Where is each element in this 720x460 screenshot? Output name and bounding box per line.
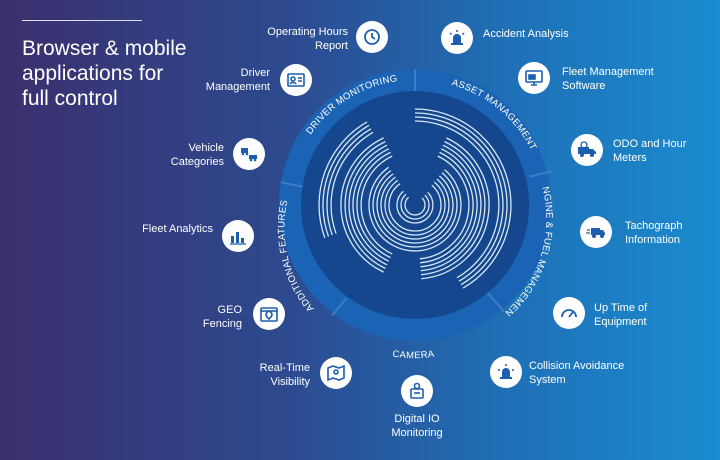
map-pin-icon xyxy=(320,357,352,389)
logo-arc xyxy=(322,124,370,237)
title-divider xyxy=(22,20,142,21)
logo-arc xyxy=(344,141,386,269)
truck-clock-icon xyxy=(571,134,603,166)
alarm-icon xyxy=(490,356,522,388)
concentric-logo-arcs xyxy=(318,108,512,289)
monitor-truck-icon xyxy=(518,62,550,94)
title-line-1: Browser & mobile xyxy=(22,37,187,60)
logo-arc xyxy=(414,116,504,282)
logo-arc xyxy=(421,137,490,280)
logo-arc xyxy=(421,141,486,276)
logo-arc xyxy=(372,170,458,248)
logo-arc xyxy=(420,151,474,264)
siren-icon xyxy=(441,22,473,54)
logo-arc xyxy=(380,176,450,240)
speeding-truck-icon xyxy=(580,216,612,248)
ring-dividers xyxy=(280,69,552,317)
logo-arc xyxy=(318,121,368,239)
logo-arc xyxy=(348,144,388,266)
logo-arc xyxy=(376,173,454,244)
logo-arc xyxy=(384,179,446,236)
io-device-icon xyxy=(401,375,433,407)
inner-disc xyxy=(301,91,529,319)
logo-arc xyxy=(420,148,478,268)
logo-arc xyxy=(414,108,512,289)
analytics-icon xyxy=(222,220,254,252)
ring-label-camera: CAMERA xyxy=(392,349,436,362)
gauge-icon xyxy=(553,297,585,329)
id-card-icon xyxy=(280,64,312,96)
logo-arc xyxy=(419,155,470,260)
feature-label-accident-analysis: Accident Analysis xyxy=(483,28,569,40)
logo-arc xyxy=(340,137,384,273)
clock-history-icon xyxy=(356,21,388,53)
geofence-icon xyxy=(253,298,285,330)
logo-arc xyxy=(352,148,390,262)
logo-arc xyxy=(400,193,430,220)
logo-arc xyxy=(368,166,462,252)
logo-arc xyxy=(420,144,482,272)
title-line-2: applications for xyxy=(22,62,164,85)
logo-arc xyxy=(360,155,393,255)
logo-arc xyxy=(414,112,508,286)
logo-arc xyxy=(404,196,426,216)
logo-arc xyxy=(414,120,500,279)
logo-arc xyxy=(326,128,372,236)
logo-arc xyxy=(396,190,434,224)
logo-arc xyxy=(388,183,442,232)
vehicles-icon xyxy=(233,138,265,170)
feature-label-fleet-analytics: Fleet Analytics xyxy=(142,223,213,235)
logo-arc xyxy=(356,151,391,259)
logo-arc xyxy=(330,131,374,234)
page-title: Browser & mobile applications for full c… xyxy=(22,36,222,111)
title-line-3: full control xyxy=(22,87,118,110)
